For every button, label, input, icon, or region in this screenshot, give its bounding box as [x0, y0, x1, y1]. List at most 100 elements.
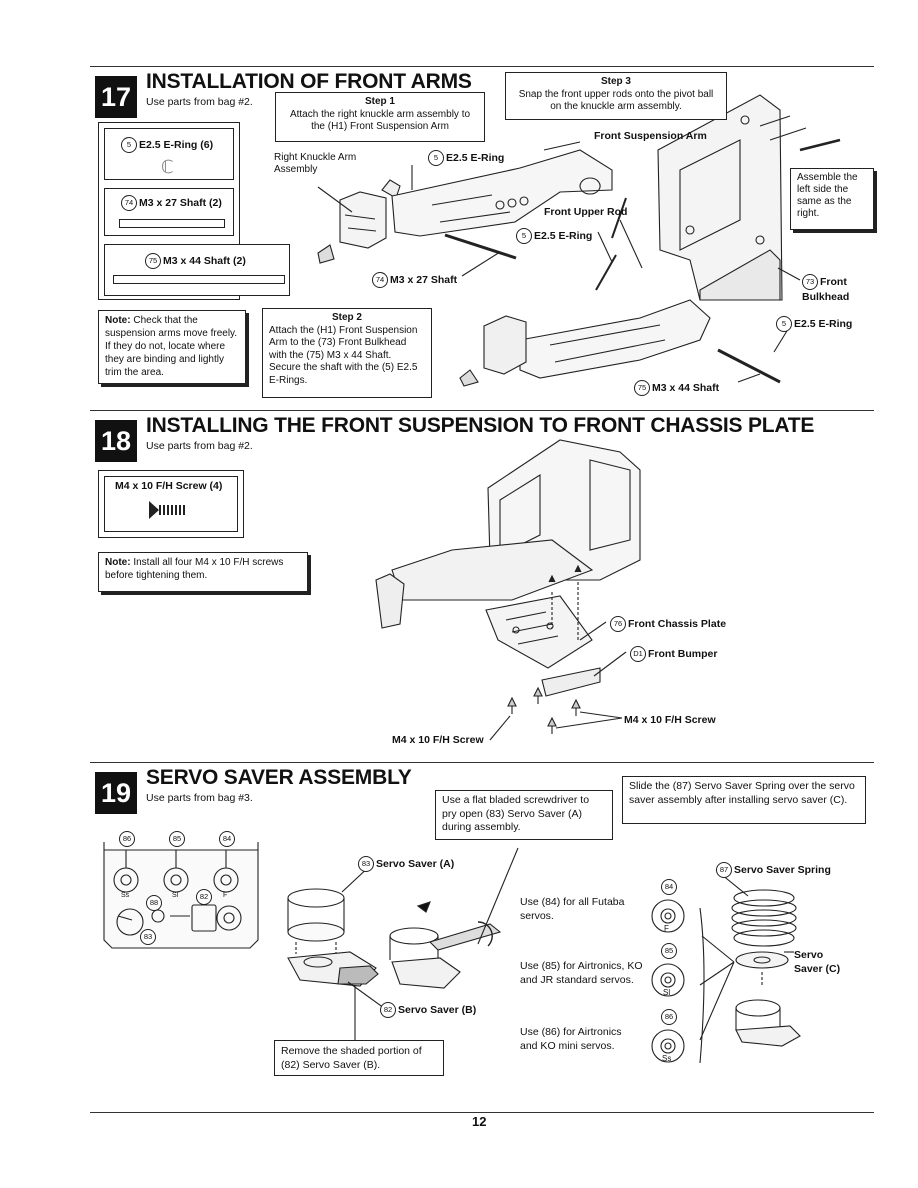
section-title-19: SERVO SAVER ASSEMBLY — [146, 766, 412, 789]
callout-number: 82 — [380, 1002, 396, 1018]
part-label: M3 x 27 Shaft (2) — [139, 196, 222, 209]
callout-number: 73 — [802, 274, 818, 290]
part-label: M3 x 44 Shaft (2) — [163, 254, 246, 267]
use-85-text: Use (85) for Airtronics, KO and JR stand… — [520, 960, 643, 986]
remove-shaded-box: Remove the shaded portion of (82) Servo … — [274, 1040, 444, 1076]
tree-number-83: 83 — [140, 928, 158, 946]
servo-saver-pry-drawing — [389, 901, 502, 989]
shaft-icon — [113, 275, 285, 284]
front-bulkhead-drawing — [657, 94, 807, 301]
tree-number-label: 88 — [146, 894, 162, 911]
horn-number-label: 85 — [661, 942, 677, 959]
step3-box: Step 3 Snap the front upper rods onto th… — [505, 72, 727, 120]
note-text: Check that the suspension arms move free… — [105, 315, 238, 378]
part-number-badge: 75 — [145, 253, 161, 269]
ering-icon: ℂ — [161, 157, 174, 177]
horn-number-86: 86 — [661, 1008, 679, 1026]
step2-box: Step 2 Attach the (H1) Front Suspension … — [262, 308, 432, 398]
callout-number: 5 — [776, 316, 792, 332]
callout-label: Servo Saver Spring — [734, 863, 831, 876]
step3-text: Snap the front upper rods onto the pivot… — [518, 88, 714, 113]
callout-label: Front Chassis Plate — [628, 617, 727, 630]
bag-instruction-18: Use parts from bag #2. — [146, 440, 253, 452]
tree-number-85: 85 — [169, 830, 187, 848]
callout-label: Servo Saver (A) — [376, 857, 455, 870]
callout-label: M3 x 44 Shaft — [652, 381, 720, 394]
callout-label: E2.5 E-Ring — [446, 151, 505, 164]
parts-tree-drawing — [103, 842, 259, 949]
step-number-17: 17 — [95, 76, 137, 118]
callout-label: Front Bulkhead — [802, 275, 850, 303]
part-number-badge: 5 — [121, 137, 137, 153]
tree-number-82: 82 — [196, 888, 214, 906]
note-label: Note: — [105, 557, 131, 568]
servo-saver-spring-drawing — [731, 889, 801, 1047]
tree-mark-sl: Sl — [172, 892, 179, 899]
callout-number: 87 — [716, 862, 732, 878]
callout-front-suspension-arm: Front Suspension Arm — [594, 130, 707, 142]
note-text: Install all four M4 x 10 F/H screws befo… — [105, 557, 284, 581]
tree-number-label: 82 — [196, 888, 212, 905]
step1-text: Attach the right knuckle arm assembly to… — [289, 108, 471, 133]
tree-number-88: 88 — [146, 894, 164, 912]
callout-label: E2.5 E-Ring — [534, 229, 593, 242]
step2-title: Step 2 — [331, 312, 362, 323]
chassis-assembly-drawing — [375, 439, 641, 734]
callout-servo-saver-c: Servo Saver (C) — [794, 949, 841, 975]
part-label: M4 x 10 F/H Screw (4) — [115, 480, 223, 492]
section-divider — [90, 762, 874, 763]
knuckle-arm-drawing — [317, 179, 401, 264]
note-box-17: Note: Check that the suspension arms mov… — [98, 310, 246, 384]
horn-number-label: 86 — [661, 1008, 677, 1025]
footer-divider — [90, 1112, 874, 1113]
section-title-17: INSTALLATION OF FRONT ARMS — [146, 70, 472, 93]
step2-text: Attach the (H1) Front Suspension Arm to … — [269, 324, 418, 386]
step1-title: Step 1 — [364, 96, 395, 107]
callout-screw-right: M4 x 10 F/H Screw — [624, 714, 716, 726]
horn-number-84: 84 — [661, 878, 679, 896]
callout-screw-left: M4 x 10 F/H Screw — [392, 734, 484, 746]
tree-mark-ss: Ss — [121, 892, 130, 899]
callout-label: Front Bumper — [648, 647, 718, 660]
bag-instruction-19: Use parts from bag #3. — [146, 792, 253, 804]
callout-number: 75 — [634, 380, 650, 396]
section-divider — [90, 66, 874, 67]
tree-number-84: 84 — [219, 830, 237, 848]
tree-number-label: 86 — [119, 830, 135, 847]
spring-instruction-box: Slide the (87) Servo Saver Spring over t… — [622, 776, 866, 824]
step-number-18: 18 — [95, 420, 137, 462]
tree-number-label: 85 — [169, 830, 185, 847]
use-86-text: Use (86) for Airtronics and KO mini serv… — [520, 1026, 622, 1052]
part-number-badge: 74 — [121, 195, 137, 211]
step1-box: Step 1 Attach the right knuckle arm asse… — [275, 92, 485, 142]
callout-label: Servo Saver (B) — [398, 1003, 477, 1016]
front-suspension-arm-top-drawing — [391, 149, 613, 237]
callout-number: 5 — [428, 150, 444, 166]
horn-number-label: 84 — [661, 878, 677, 895]
horn-number-85: 85 — [661, 942, 679, 960]
parts-list-17 — [98, 122, 240, 300]
pry-instruction-box: Use a flat bladed screwdriver to pry ope… — [435, 790, 613, 840]
servo-saver-a-drawing — [287, 888, 379, 987]
section-divider — [90, 410, 874, 411]
callout-number: D1 — [630, 646, 646, 662]
horn-mark-ss: Ss — [662, 1054, 672, 1063]
tree-number-86: 86 — [119, 830, 137, 848]
part-label: E2.5 E-Ring (6) — [139, 138, 214, 151]
callout-number: 74 — [372, 272, 388, 288]
note-label: Note: — [105, 315, 131, 326]
shaft-icon — [119, 219, 225, 228]
tree-mark-f: F — [223, 892, 228, 899]
callout-number: 76 — [610, 616, 626, 632]
